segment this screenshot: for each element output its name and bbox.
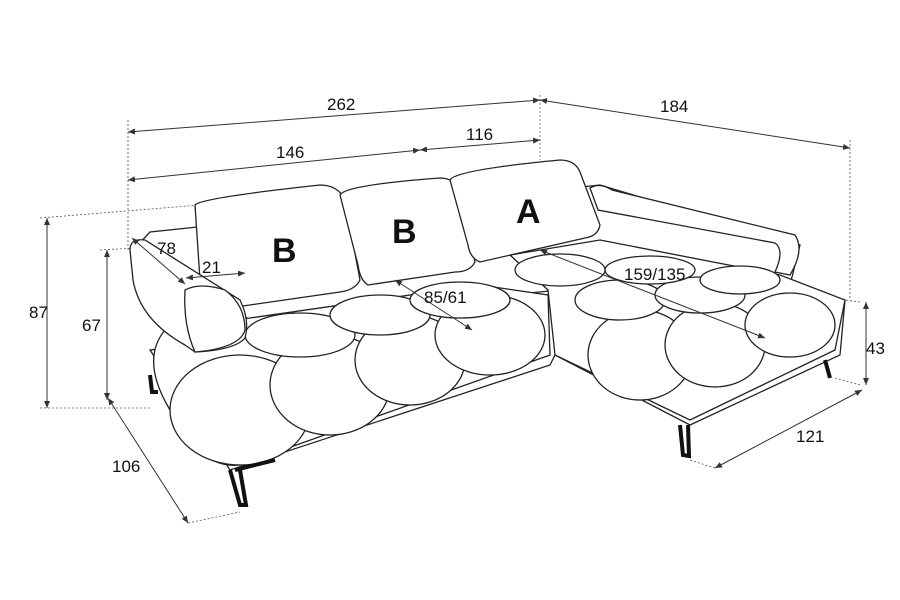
cushion-label-middle: B [392, 213, 417, 251]
dim-chaise-width: 121 [796, 427, 824, 446]
dim-right-section-width: 116 [466, 125, 493, 144]
dim-seat-height: 43 [866, 339, 885, 358]
dim-chaise-depth: 184 [660, 97, 688, 116]
dimension-lines [44, 97, 869, 524]
dim-left-section-width: 146 [276, 143, 304, 162]
dim-armrest-height: 67 [82, 316, 101, 335]
dim-back-height: 87 [29, 303, 48, 322]
dim-armrest-depth: 78 [157, 239, 176, 258]
cushion-label-left: B [272, 232, 297, 270]
sofa-drawing [129, 159, 846, 507]
cushion-label-right: A [516, 193, 541, 231]
dim-overall-depth: 106 [112, 457, 140, 476]
dim-total-width: 262 [327, 95, 355, 114]
dim-seat-depth-chaise: 159/135 [624, 265, 685, 284]
dim-armrest-width: 21 [202, 258, 221, 277]
dim-seat-depth-left: 85/61 [424, 288, 467, 307]
